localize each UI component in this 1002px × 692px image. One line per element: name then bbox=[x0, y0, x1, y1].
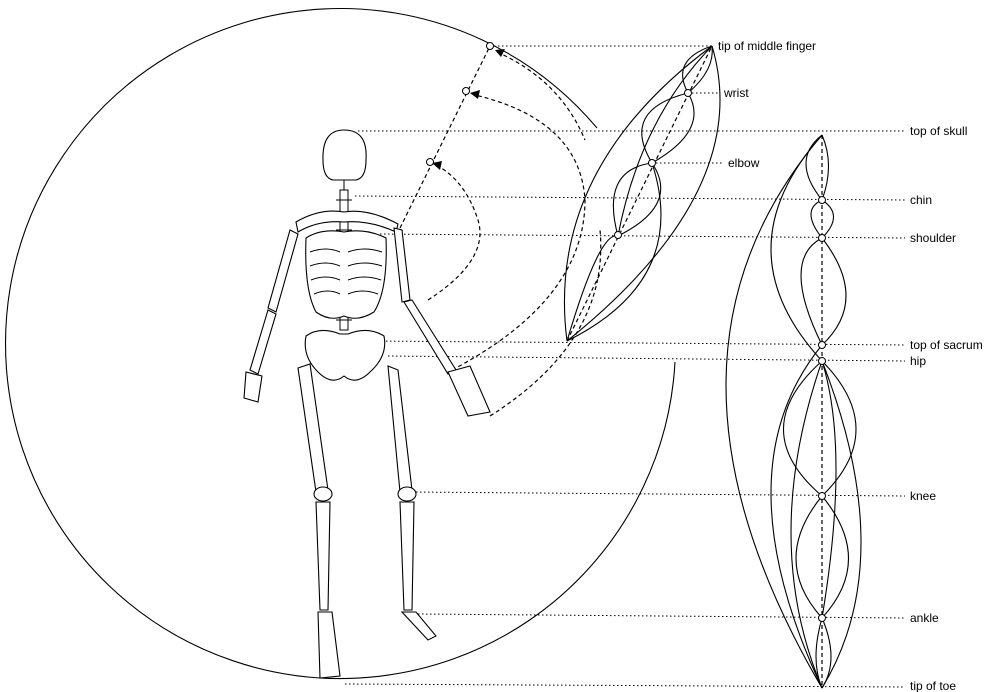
label-wrist: wrist bbox=[723, 86, 749, 100]
body-lens bbox=[726, 135, 861, 688]
node-arm-finger bbox=[487, 43, 494, 50]
guide-knee bbox=[412, 492, 905, 496]
right-upper-arm bbox=[394, 228, 410, 302]
guide-ankle bbox=[418, 614, 905, 618]
left-upper-arm bbox=[268, 230, 298, 312]
label-chin: chin bbox=[910, 193, 932, 207]
guide-shoulder bbox=[380, 234, 905, 238]
label-top-of-sacrum: top of sacrum bbox=[910, 338, 983, 352]
left-hand bbox=[244, 372, 262, 402]
elbow-swing-arc bbox=[428, 165, 480, 300]
node-lens-wrist bbox=[685, 90, 692, 97]
right-tibia bbox=[400, 502, 414, 610]
skull bbox=[323, 130, 366, 180]
label-ankle: ankle bbox=[910, 611, 939, 625]
label-tip-of-toe: tip of toe bbox=[910, 679, 956, 692]
node-lens-elbow bbox=[649, 160, 656, 167]
label-top-of-skull: top of skull bbox=[910, 124, 967, 138]
arrow-finger bbox=[495, 49, 505, 57]
right-hand bbox=[448, 366, 490, 416]
skeleton-figure bbox=[244, 130, 490, 678]
guide-hip bbox=[388, 356, 905, 361]
node-lens-shoulder bbox=[615, 232, 622, 239]
node-body-hip bbox=[819, 358, 826, 365]
guide-lines bbox=[345, 46, 905, 687]
finger-swing-arc-top bbox=[497, 52, 585, 140]
arm-lens bbox=[564, 46, 720, 341]
arrow-wrist bbox=[470, 90, 480, 99]
right-foot bbox=[402, 612, 436, 640]
node-body-ankle bbox=[819, 615, 826, 622]
node-body-knee bbox=[819, 493, 826, 500]
pelvis bbox=[305, 330, 385, 380]
right-forearm bbox=[404, 300, 456, 374]
label-hip: hip bbox=[910, 354, 926, 368]
labels: tip of middle finger wrist elbow top of … bbox=[718, 39, 983, 692]
left-tibia bbox=[316, 502, 330, 610]
label-shoulder: shoulder bbox=[910, 231, 956, 245]
node-arm-wrist bbox=[463, 88, 470, 95]
wrist-swing-arc bbox=[452, 95, 585, 370]
left-knee-cap bbox=[314, 487, 332, 501]
right-femur bbox=[388, 366, 412, 492]
right-knee-cap bbox=[398, 487, 416, 501]
node-body-sacrum bbox=[819, 342, 826, 349]
shoulder-girdle bbox=[296, 211, 398, 232]
arm-radius bbox=[400, 43, 601, 417]
ribcage bbox=[306, 231, 387, 318]
finger-swing-arc bbox=[490, 230, 601, 416]
left-foot bbox=[318, 612, 340, 678]
label-elbow: elbow bbox=[728, 156, 760, 170]
node-body-chin bbox=[819, 197, 826, 204]
left-femur bbox=[298, 364, 328, 492]
label-tip-of-middle-finger: tip of middle finger bbox=[718, 39, 816, 53]
label-knee: knee bbox=[910, 489, 936, 503]
node-arm-elbow bbox=[427, 159, 434, 166]
node-body-shoulder bbox=[819, 235, 826, 242]
left-forearm bbox=[250, 310, 276, 374]
